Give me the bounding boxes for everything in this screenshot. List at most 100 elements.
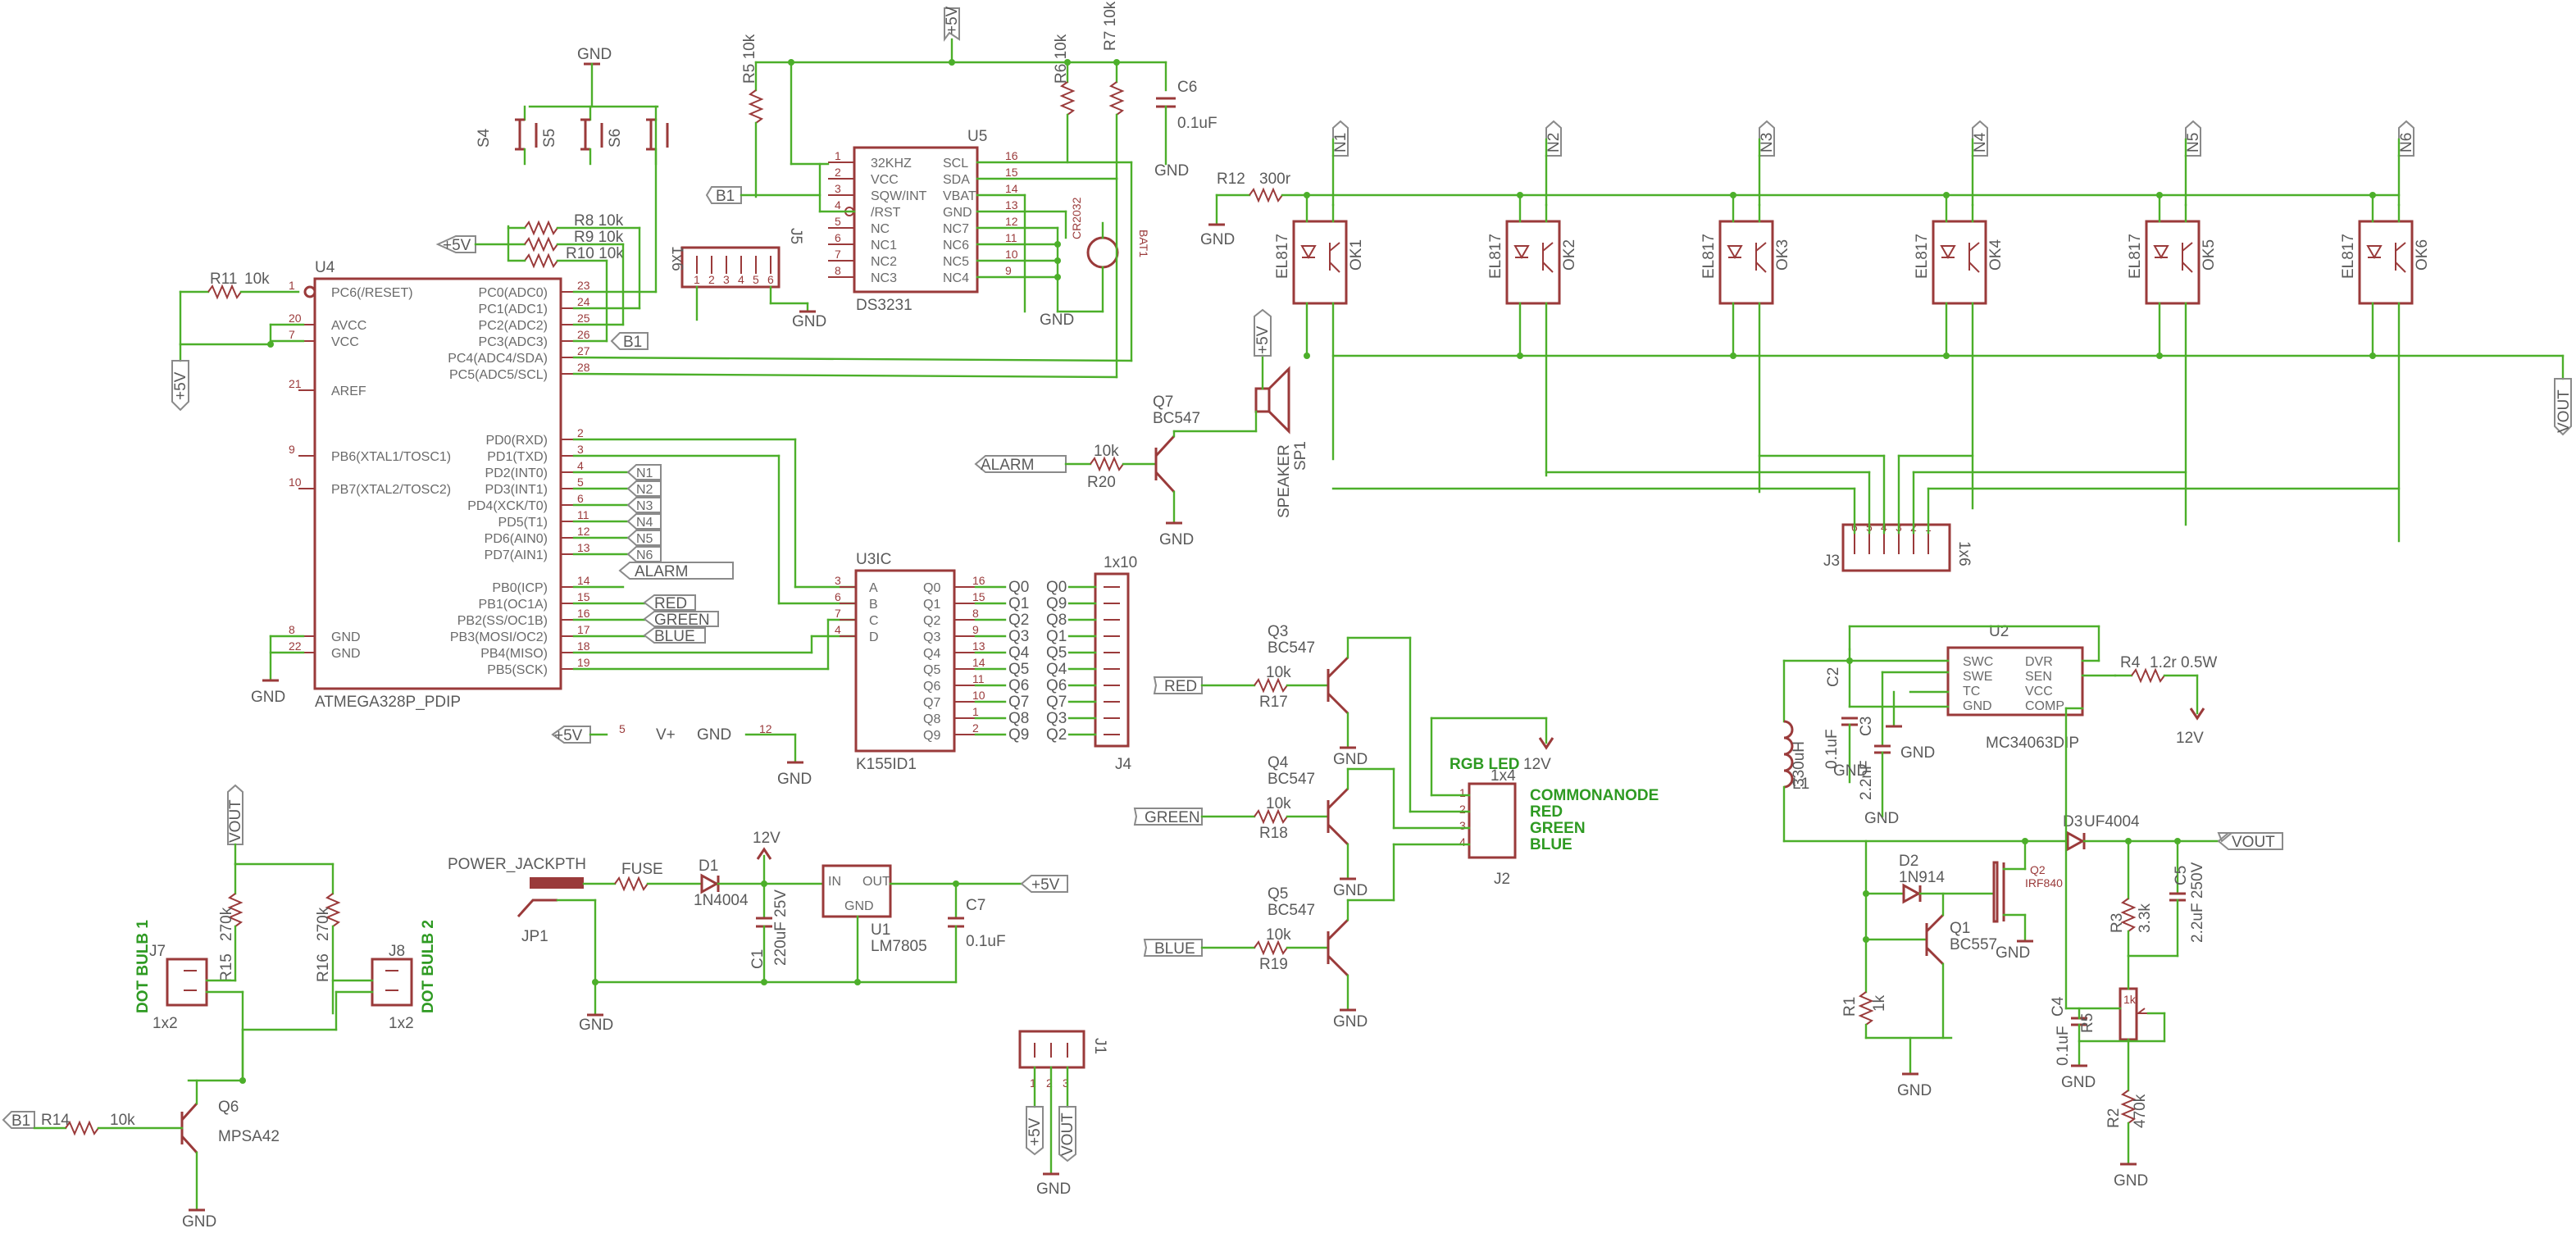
bat-name: CR2032 bbox=[1070, 197, 1083, 239]
rgb-title: RGB LED bbox=[1450, 756, 1520, 773]
spk-name: SPEAKER bbox=[1276, 444, 1293, 518]
opto-net-flag bbox=[1759, 120, 1775, 157]
dec-out-num: 9 bbox=[972, 623, 979, 636]
u5-right-num: 14 bbox=[1005, 182, 1018, 195]
dots-vout-label: VOUT bbox=[227, 799, 244, 843]
fuse-label: FUSE bbox=[621, 861, 663, 878]
mcu-left-num: 10 bbox=[289, 475, 302, 489]
r3-value: 3.3k bbox=[2137, 903, 2154, 933]
opto-part: EL817 bbox=[1274, 234, 1291, 279]
dec-out-net: Q9 bbox=[1008, 726, 1029, 744]
u5-right-num: 11 bbox=[1005, 231, 1017, 244]
dec-5v-label: +5V bbox=[554, 727, 583, 744]
j4-ref: J4 bbox=[1115, 756, 1132, 773]
u2-right-pin: COMP bbox=[2025, 699, 2064, 713]
dec-out-net: Q1 bbox=[1008, 595, 1029, 612]
dec-out-label: Q6 bbox=[923, 680, 940, 694]
j4-net: Q0 bbox=[1046, 579, 1067, 596]
mcu-right-pin: PB2(SS/OC1B) bbox=[457, 614, 548, 628]
dot-bulbs: VOUT 270k R15 R16 270k J7 1x2 DOT BULB 1… bbox=[2, 784, 437, 1231]
opto-led bbox=[1940, 245, 1956, 260]
top-5v-label: +5V bbox=[944, 6, 961, 34]
opto-transistor bbox=[1329, 242, 1340, 252]
mcu-right-num: 26 bbox=[577, 328, 590, 341]
q6-gnd: GND bbox=[182, 1213, 216, 1231]
r4-label: R4 bbox=[2120, 654, 2141, 671]
d1-label: D1 bbox=[699, 858, 718, 875]
dec-gnd: GND bbox=[777, 771, 812, 788]
j1-gnd: GND bbox=[1036, 1181, 1071, 1198]
j4-net: Q5 bbox=[1046, 644, 1067, 662]
opto-ref: OK3 bbox=[1774, 239, 1791, 271]
mcu-net-flag bbox=[626, 546, 662, 562]
mcu-right-num: 11 bbox=[577, 508, 589, 521]
rgb-q-label: Q5 bbox=[1268, 885, 1288, 903]
junction-dot bbox=[1304, 192, 1310, 198]
u5-left-num: 4 bbox=[835, 198, 841, 212]
j5-ref: J5 bbox=[787, 228, 804, 244]
mcu-right-pin: PC5(ADC5/SCL) bbox=[449, 368, 548, 382]
s6-label: S6 bbox=[607, 129, 624, 148]
dec-out-num: 10 bbox=[972, 689, 985, 702]
dec-out-net: Q2 bbox=[1008, 612, 1029, 629]
j4-net: Q1 bbox=[1046, 628, 1067, 645]
junction-dot bbox=[1943, 353, 1950, 359]
j3-ref: J3 bbox=[1823, 553, 1840, 570]
top-5v-rail: +5V bbox=[754, 6, 1167, 166]
dec-out-num: 13 bbox=[972, 639, 985, 653]
j2-ref: J2 bbox=[1494, 871, 1510, 888]
boost-12v: 12V bbox=[2176, 730, 2204, 747]
junction-dot bbox=[2369, 353, 2376, 359]
dec-out-num: 15 bbox=[972, 590, 985, 603]
u4-ref: U4 bbox=[315, 259, 335, 276]
r16-label: R16 bbox=[315, 953, 332, 982]
spk-5v-label: +5V bbox=[1254, 325, 1272, 354]
r4-value: 1.2r 0.5W bbox=[2150, 654, 2217, 671]
pot-label: R5 bbox=[2079, 1013, 2096, 1033]
j2-pin-num: 2 bbox=[1459, 803, 1466, 816]
speaker-circuit: ALARM 10k R20 GND Q7 BC547 +5V SPEAKER S… bbox=[974, 308, 1309, 548]
u1-ref: U1 bbox=[871, 921, 890, 939]
mcu-right-num: 19 bbox=[577, 656, 590, 669]
mcu-net-label: N6 bbox=[636, 548, 653, 562]
u5-left-num: 8 bbox=[835, 264, 841, 277]
dots-b1-label: B1 bbox=[11, 1112, 30, 1130]
rgb-q-part: BC547 bbox=[1268, 771, 1315, 788]
c2-gnd: GND bbox=[1833, 762, 1868, 780]
dec-out-net: Q7 bbox=[1008, 694, 1029, 711]
bat-gnd: GND bbox=[1040, 312, 1074, 329]
opto-transistor bbox=[1542, 242, 1554, 252]
mcu-right-pin: PC1(ADC1) bbox=[479, 303, 548, 316]
u5-left-num: 1 bbox=[835, 149, 841, 162]
j1-pin1: 1 bbox=[1030, 1076, 1036, 1090]
mcu-net-flag bbox=[626, 513, 662, 530]
u2-left-pin: SWC bbox=[1963, 655, 1993, 669]
j4-net: Q4 bbox=[1046, 661, 1067, 678]
optocoupler-body bbox=[2358, 220, 2414, 305]
j2-pin-num: 1 bbox=[1459, 786, 1466, 799]
mcu-right-pin: PB4(MISO) bbox=[480, 647, 548, 661]
dec-pwr-g: GND bbox=[697, 726, 731, 744]
opto-net-label: N4 bbox=[1972, 132, 1989, 152]
rgb-transistor bbox=[1327, 823, 1349, 846]
ps-12v: 12V bbox=[753, 830, 781, 847]
rgb-transistor bbox=[1327, 692, 1349, 715]
dec-out-label: Q8 bbox=[923, 712, 940, 726]
ps-5v-label: +5V bbox=[1031, 876, 1060, 894]
junction-dot bbox=[2156, 353, 2163, 359]
j1-ref: J1 bbox=[1091, 1038, 1108, 1054]
r2-label: R2 bbox=[2105, 1108, 2123, 1128]
mcu-b1-label: B1 bbox=[623, 334, 642, 351]
u1-part: LM7805 bbox=[871, 938, 927, 955]
mcu-blue-label: BLUE bbox=[654, 628, 695, 645]
j3-conn: 1x6 bbox=[1955, 541, 1973, 566]
c6-value: 0.1uF bbox=[1177, 115, 1217, 132]
r3-label: R3 bbox=[2109, 913, 2126, 933]
rgb-q-part: BC547 bbox=[1268, 639, 1315, 657]
u5-right-pin: NC4 bbox=[943, 271, 969, 285]
opto-net-flag bbox=[1332, 120, 1349, 157]
u2-right-pin: VCC bbox=[2025, 685, 2053, 698]
rgb-base-resistor bbox=[1254, 677, 1288, 694]
